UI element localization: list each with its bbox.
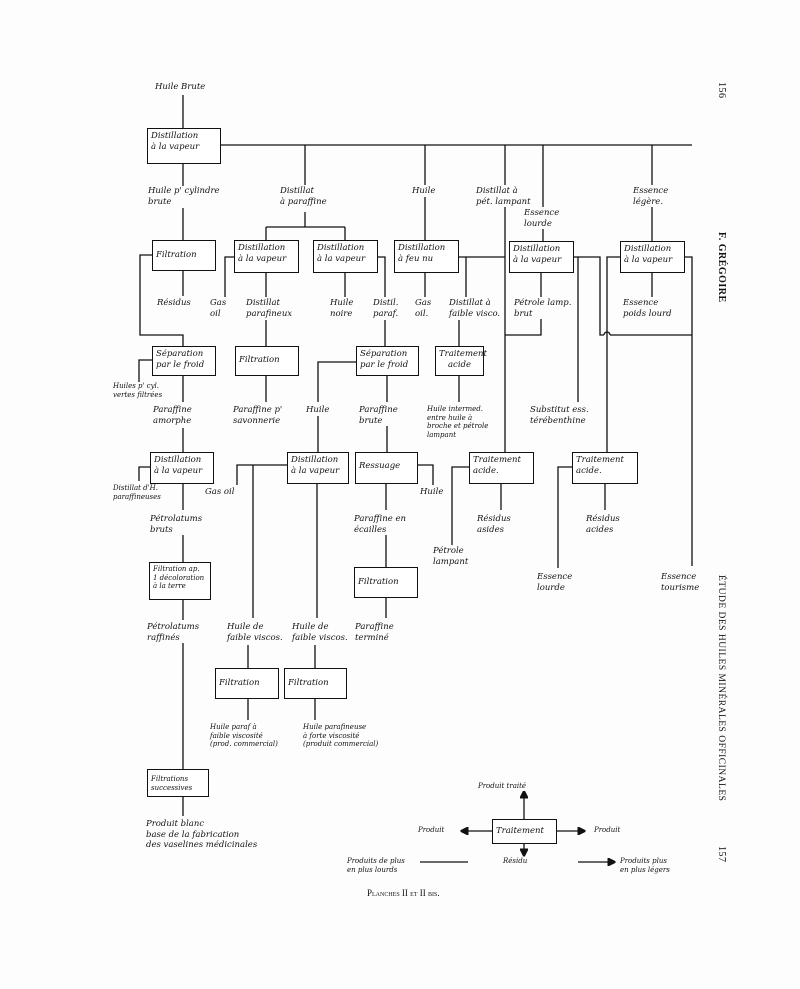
box-distillation-8: Distillation à la vapeur [287, 452, 349, 484]
label-distillat-faible-visco: Distillat à faible visco. [449, 298, 501, 319]
label-huile-paraf-faible-viscosite: Huile paraf à faible viscosité (prod. co… [210, 723, 278, 749]
label-petrolatums-bruts: Pétrolatums bruts [150, 514, 203, 535]
label-substitut-terebenthine: Substitut ess. térébenthine [530, 405, 589, 426]
label-huile-cylindre-brute: Huile p' cylindre brute [148, 186, 220, 207]
box-distillation-5: Distillation à la vapeur [509, 241, 574, 273]
label-huile-2: Huile [306, 405, 330, 416]
label-huile-faible-viscos-1: Huile de faible viscos. [227, 622, 283, 643]
label-residus-acides: Résidus acides [586, 514, 620, 535]
legend-residu: Résidu [503, 857, 528, 866]
box-filtration-3: Filtration [354, 567, 418, 598]
label-huile-noire: Huile noire [330, 298, 354, 319]
legend-produit-right: Produit [594, 826, 621, 835]
label-paraffine-amorphe: Paraffine amorphe [153, 405, 192, 426]
legend-produits-plus-lourds: Produits de plus en plus lourds [347, 857, 405, 874]
label-essence-poids-lourd: Essence poids lourd [623, 298, 672, 319]
box-filtration-2: Filtration [235, 346, 299, 376]
page-number-bottom: 157 [716, 846, 727, 863]
page-number-top: 156 [716, 82, 727, 99]
label-essence-legere: Essence légère. [633, 186, 669, 207]
box-distillation-feu-nu: Distillation à feu nu [394, 240, 459, 273]
label-huile-parafineuse-forte-viscosite: Huile parafineuse à forte viscosité (pro… [303, 723, 379, 749]
running-author: F. GRÉGOIRE [716, 232, 727, 303]
label-distillat-paraffine: Distillat à paraffine [280, 186, 327, 207]
box-filtration-5: Filtration [284, 668, 347, 699]
box-filtration-1: Filtration [152, 240, 216, 271]
label-paraffine-savonnerie: Paraffine p' savonnerie [233, 405, 283, 426]
label-gas-oil-3: Gas oil [205, 487, 235, 498]
label-gas-oil-1: Gas oil [210, 298, 227, 319]
box-separation-froid-1: Séparation par le froid [152, 346, 216, 376]
label-essence-lourde: Essence lourde [537, 572, 573, 593]
box-distillation-6: Distillation à la vapeur [620, 241, 685, 273]
figure-caption: Planches II et II bis. [367, 888, 440, 898]
box-distillation-7: Distillation à la vapeur [150, 452, 214, 484]
legend-produits-plus-legers: Produits plus en plus légers [620, 857, 670, 874]
label-petrolatums-raffines: Pétrolatums raffinés [147, 622, 200, 643]
box-traitement-acide-3: Traitement acide. [572, 452, 638, 484]
label-residus-asides: Résidus asides [477, 514, 511, 535]
label-petrole-lamp-brut: Pétrole lamp. brut [514, 298, 572, 319]
label-produit-blanc: Produit blanc base de la fabrication des… [146, 819, 258, 851]
start-label-huile-brute: Huile Brute [155, 82, 206, 93]
label-gas-oil-2: Gas oil. [415, 298, 432, 319]
label-huile: Huile [412, 186, 436, 197]
label-paraffine-brute: Paraffine brute [359, 405, 398, 426]
legend-produit-traite: Produit traité [478, 782, 527, 791]
label-paraffine-termine: Paraffine terminé [355, 622, 394, 643]
box-distillation-main: Distillation à la vapeur [147, 128, 221, 164]
box-separation-froid-2: Séparation par le froid [356, 346, 419, 376]
label-essence-tourisme: Essence tourisme [661, 572, 700, 593]
label-huiles-cyl-vertes: Huiles p' cyl. vertes filtrées [113, 382, 163, 399]
label-huile-3: Huile [420, 487, 444, 498]
label-distillat-h-paraffineuses: Distillat d'H. paraffineuses [113, 484, 161, 501]
label-essence-lourde-top: Essence lourde [524, 208, 560, 229]
label-huile-faible-viscos-2: Huile de faible viscos. [292, 622, 348, 643]
box-traitement-acide-2: Traitement acide. [469, 452, 534, 484]
running-title: ÉTUDE DES HUILES MINÉRALES OFFICINALES [716, 575, 726, 802]
label-residus: Résidus [157, 298, 191, 309]
legend-box-traitement: Traitement [492, 819, 557, 844]
box-filtration-4: Filtration [215, 668, 279, 699]
legend-produit-left: Produit [418, 826, 445, 835]
box-ressuage: Ressuage [355, 452, 418, 484]
label-huile-intermediaire: Huile intermed. entre huile à broche et … [427, 405, 489, 439]
label-petrole-lampant: Pétrole lampant [433, 546, 469, 567]
box-traitement-acide-1: Traitement acide [435, 346, 487, 376]
box-filtrations-successives: Filtrations successives [147, 769, 209, 797]
box-filtration-terre: Filtration ap. 1 décoloration à la terre [149, 562, 211, 600]
label-distillat-parafineux: Distillat parafineux [246, 298, 293, 319]
box-distillation-3: Distillation à la vapeur [313, 240, 378, 273]
label-distil-paraf: Distil. paraf. [373, 298, 399, 319]
box-distillation-2: Distillation à la vapeur [234, 240, 299, 273]
label-paraffine-ecailles: Paraffine en écailles [354, 514, 406, 535]
label-distillat-pet-lampant: Distillat à pét. lampant [476, 186, 531, 207]
